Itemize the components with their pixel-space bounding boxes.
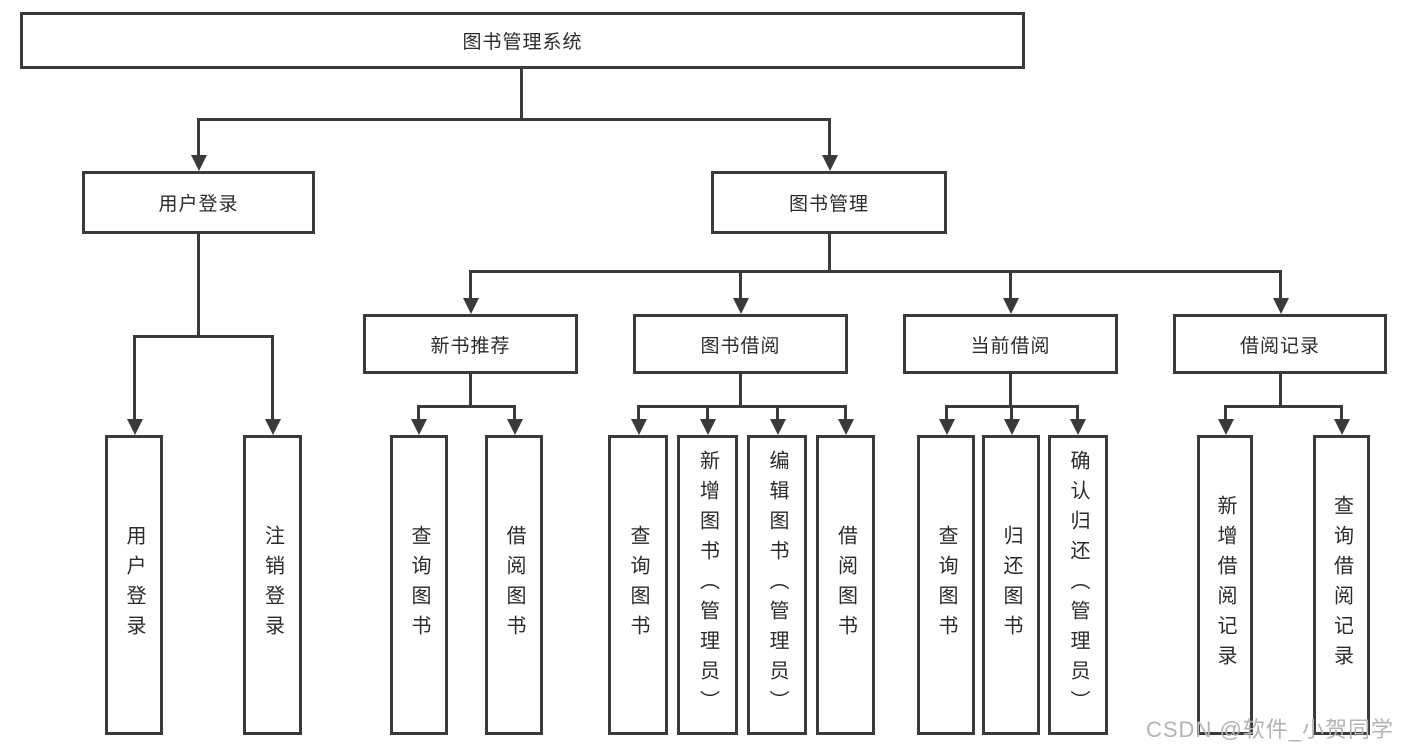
connector-arrow-shaft xyxy=(513,405,516,421)
arrow-down-icon xyxy=(127,419,143,435)
connector-branch xyxy=(469,270,1282,273)
connector-stem xyxy=(828,232,831,273)
arrow-down-icon xyxy=(1218,419,1234,435)
arrow-down-icon xyxy=(770,419,786,435)
leaf-logout: 注销登录 xyxy=(243,435,302,735)
node-new-book-recommend: 新书推荐 xyxy=(363,314,578,374)
node-user-login: 用户登录 xyxy=(82,171,315,234)
leaf-confirm-return-admin: 确认归还（管理员） xyxy=(1048,435,1108,735)
node-book-borrow: 图书借阅 xyxy=(633,314,848,374)
connector-branch xyxy=(1224,405,1343,408)
connector-stem xyxy=(1279,372,1282,408)
arrow-down-icon xyxy=(1003,298,1019,314)
arrow-down-icon xyxy=(631,419,647,435)
leaf-add-book-admin: 新增图书（管理员） xyxy=(677,435,738,735)
connector-arrow-shaft xyxy=(706,405,709,421)
arrow-down-icon xyxy=(507,419,523,435)
connector-arrow-shaft xyxy=(271,335,274,421)
connector-stem xyxy=(1009,372,1012,408)
connector-branch xyxy=(417,405,516,408)
connector-arrow-shaft xyxy=(945,405,948,421)
leaf-current-query-book: 查询图书 xyxy=(917,435,975,735)
leaf-borrow-book: 借阅图书 xyxy=(816,435,875,735)
arrow-down-icon xyxy=(191,155,207,171)
connector-arrow-shaft xyxy=(828,118,831,158)
connector-arrow-shaft xyxy=(469,270,472,300)
leaf-edit-book-admin: 编辑图书（管理员） xyxy=(747,435,807,735)
arrow-down-icon xyxy=(700,419,716,435)
leaf-user-login: 用户登录 xyxy=(105,435,163,735)
leaf-borrow-query-book: 查询图书 xyxy=(608,435,668,735)
connector-branch xyxy=(133,335,274,338)
connector-stem xyxy=(520,66,523,121)
node-book-management: 图书管理 xyxy=(711,171,947,234)
arrow-down-icon xyxy=(463,298,479,314)
connector-arrow-shaft xyxy=(1340,405,1343,421)
arrow-down-icon xyxy=(733,298,749,314)
arrow-down-icon xyxy=(939,419,955,435)
arrow-down-icon xyxy=(822,155,838,171)
connector-arrow-shaft xyxy=(1224,405,1227,421)
leaf-query-borrow-record: 查询借阅记录 xyxy=(1313,435,1370,735)
csdn-watermark: CSDN @软件_小贺同学 xyxy=(1146,717,1395,742)
leaf-recommend-borrow-book: 借阅图书 xyxy=(485,435,543,735)
connector-arrow-shaft xyxy=(1076,405,1079,421)
arrow-down-icon xyxy=(1004,419,1020,435)
node-borrow-records: 借阅记录 xyxy=(1173,314,1387,374)
arrow-down-icon xyxy=(1070,419,1086,435)
connector-arrow-shaft xyxy=(133,335,136,421)
connector-stem xyxy=(739,372,742,408)
leaf-add-borrow-record: 新增借阅记录 xyxy=(1197,435,1253,735)
connector-arrow-shaft xyxy=(1279,270,1282,300)
connector-branch xyxy=(197,118,831,121)
connector-stem xyxy=(197,232,200,338)
connector-arrow-shaft xyxy=(739,270,742,300)
connector-arrow-shaft xyxy=(1009,270,1012,300)
arrow-down-icon xyxy=(1273,298,1289,314)
arrow-down-icon xyxy=(1334,419,1350,435)
leaf-return-book: 归还图书 xyxy=(982,435,1040,735)
connector-arrow-shaft xyxy=(637,405,640,421)
connector-arrow-shaft xyxy=(844,405,847,421)
connector-arrow-shaft xyxy=(1010,405,1013,421)
arrow-down-icon xyxy=(838,419,854,435)
connector-stem xyxy=(469,372,472,408)
connector-branch xyxy=(637,405,847,408)
node-current-borrow: 当前借阅 xyxy=(903,314,1118,374)
leaf-recommend-query-book: 查询图书 xyxy=(390,435,448,735)
arrow-down-icon xyxy=(265,419,281,435)
connector-arrow-shaft xyxy=(197,118,200,158)
arrow-down-icon xyxy=(411,419,427,435)
connector-arrow-shaft xyxy=(776,405,779,421)
connector-arrow-shaft xyxy=(417,405,420,421)
node-root: 图书管理系统 xyxy=(20,12,1025,69)
